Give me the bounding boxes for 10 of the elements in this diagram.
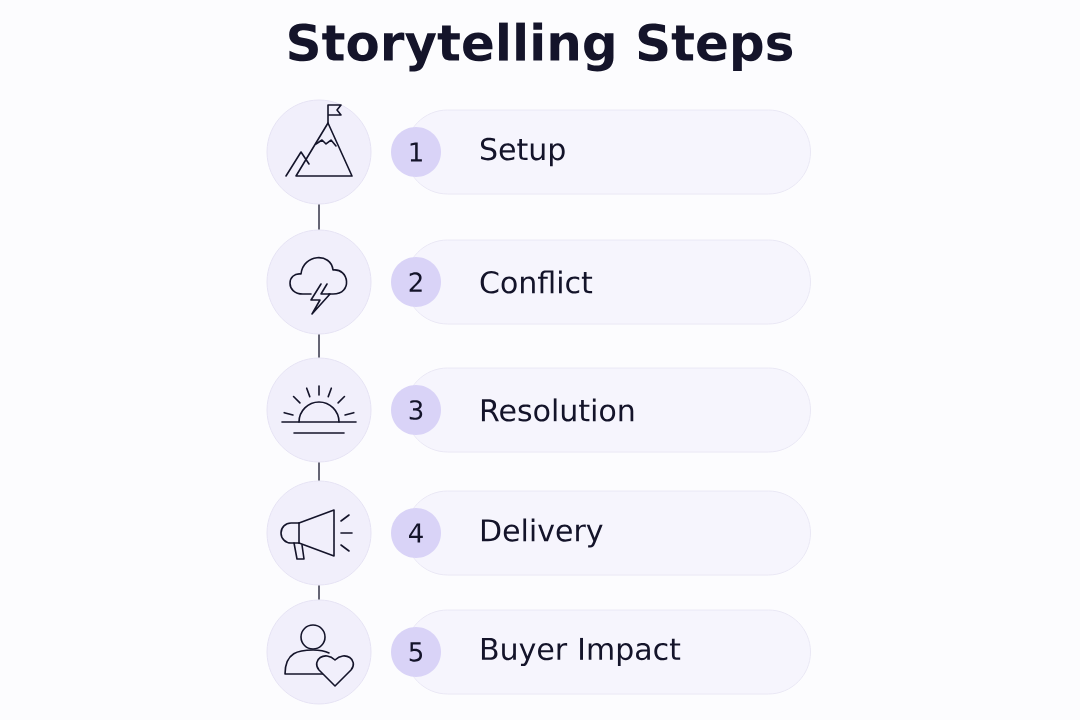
connector-line [318,333,320,359]
title: Storytelling Steps [289,22,793,72]
connector-line [318,584,320,601]
connector-line [318,461,320,482]
icon-circle [266,229,372,335]
connector-line [318,203,320,231]
icon-circle [266,99,372,205]
icon-circle [266,599,372,705]
icon-circle [266,357,372,463]
icon-circle [266,480,372,586]
